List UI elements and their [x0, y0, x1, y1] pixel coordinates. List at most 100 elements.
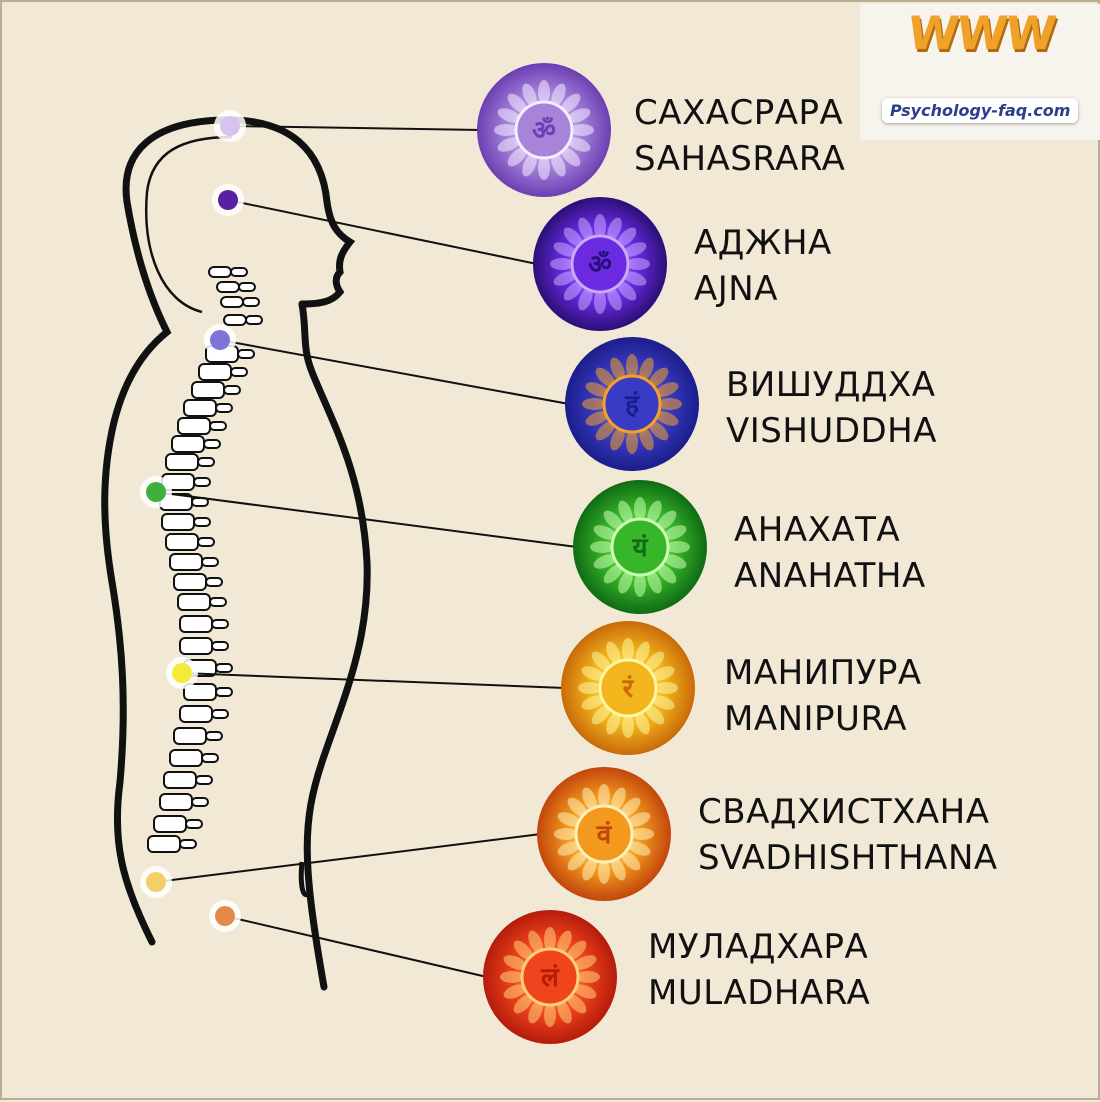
chakra-medallion-manipura: रं [561, 621, 695, 755]
connector-line-manipura [181, 672, 566, 689]
vertebra [169, 749, 203, 767]
vertebra [216, 281, 240, 293]
chakra-symbol-icon: ॐ [532, 116, 556, 146]
vertebra-process [179, 839, 197, 849]
vertebra-process [195, 775, 213, 785]
chakra-symbol-icon: रं [622, 674, 635, 704]
vertebra-process [197, 537, 215, 547]
chakra-dot-muladhara [215, 906, 235, 926]
vertebra [171, 435, 205, 453]
label-en: AJNA [694, 269, 778, 309]
label-en: SAHASRARA [634, 139, 846, 179]
label-ru: ВИШУДДХА [726, 365, 936, 405]
connector-line-vishuddha [219, 339, 570, 405]
vertebra [153, 815, 187, 833]
chakra-medallion-vishuddha: हं [565, 337, 699, 471]
logo-site-link[interactable]: Psychology-faq.com [882, 98, 1079, 123]
vertebra [159, 793, 193, 811]
vertebra-process [193, 477, 211, 487]
label-muladhara: МУЛАДХАРА MULADHARA [648, 924, 870, 1016]
vertebra-process [245, 315, 263, 325]
label-en: ANAHATHA [734, 556, 926, 596]
label-sahasrara: САХАСРАРА SAHASRARA [634, 90, 845, 182]
vertebra [220, 296, 244, 308]
vertebra-process [238, 282, 256, 292]
vertebra [165, 533, 199, 551]
chakra-symbol-icon: हं [624, 390, 640, 420]
vertebra-process [215, 403, 233, 413]
label-ru: САХАСРАРА [634, 93, 844, 133]
vertebra-process [209, 421, 227, 431]
vertebra-process [230, 367, 248, 377]
vertebra-process [237, 349, 255, 359]
vertebra-process [242, 297, 260, 307]
vertebra [163, 771, 197, 789]
chakra-medallion-muladhara: लं [483, 910, 617, 1044]
vertebra [183, 399, 217, 417]
label-anahatha: АНАХАТА ANAHATHA [734, 507, 926, 599]
logo-www-text: WWW [905, 6, 1058, 60]
vertebra [208, 266, 232, 278]
label-ru: МУЛАДХАРА [648, 927, 869, 967]
vertebra-process [215, 687, 233, 697]
vertebra [191, 381, 225, 399]
vertebra-process [191, 797, 209, 807]
vertebra [198, 363, 232, 381]
label-manipura: МАНИПУРА MANIPURA [724, 650, 922, 742]
vertebra-process [209, 597, 227, 607]
chakra-dot-anahatha [146, 482, 166, 502]
vertebra-process [185, 819, 203, 829]
vertebra-process [205, 577, 223, 587]
vertebra-process [215, 663, 233, 673]
vertebra-process [197, 457, 215, 467]
chakra-dot-ajna [218, 190, 238, 210]
vertebra [179, 615, 213, 633]
label-en: MULADHARA [648, 973, 871, 1013]
label-ru: АНАХАТА [734, 510, 901, 550]
vertebra [169, 553, 203, 571]
chakra-symbol-icon: ॐ [588, 250, 612, 280]
vertebra-process [201, 753, 219, 763]
vertebra [177, 417, 211, 435]
chakra-symbol-icon: यं [631, 533, 648, 563]
label-ru: СВАДХИСТХАНА [698, 792, 990, 832]
vertebra [177, 593, 211, 611]
vertebra [165, 453, 199, 471]
label-en: MANIPURA [724, 699, 907, 739]
connector-line-sahasrara [229, 125, 482, 131]
vertebra [179, 637, 213, 655]
label-ru: МАНИПУРА [724, 653, 922, 693]
vertebra [161, 513, 195, 531]
chakra-symbol-icon: वं [596, 820, 613, 850]
chakra-medallion-anahatha: यं [573, 480, 707, 614]
chakra-dot-vishuddha [210, 330, 230, 350]
label-vishuddha: ВИШУДДХА VISHUDDHA [726, 362, 937, 454]
vertebra-process [211, 619, 229, 629]
vertebra [223, 314, 247, 326]
chakra-dot-sahasrara [220, 116, 240, 136]
chakra-medallion-sahasrara: ॐ [477, 63, 611, 197]
vertebra-process [201, 557, 219, 567]
vertebra-process [193, 517, 211, 527]
chakra-symbol-icon: लं [540, 963, 560, 993]
vertebra [147, 835, 181, 853]
connector-line-muladhara [224, 915, 488, 978]
label-ajna: АДЖНА AJNA [694, 220, 832, 312]
connector-line-svadhishthana [155, 833, 542, 883]
connector-line-anahatha [155, 491, 578, 548]
vertebra [173, 573, 207, 591]
vertebra-process [223, 385, 241, 395]
vertebra-process [230, 267, 248, 277]
chakra-dot-manipura [172, 663, 192, 683]
vertebra-process [211, 641, 229, 651]
chakra-medallion-svadhishthana: वं [537, 767, 671, 901]
vertebra-process [205, 731, 223, 741]
chakra-medallion-ajna: ॐ [533, 197, 667, 331]
vertebra [173, 727, 207, 745]
chakra-dot-svadhishthana [146, 872, 166, 892]
label-en: SVADHISHTHANA [698, 838, 998, 878]
vertebra [179, 705, 213, 723]
label-en: VISHUDDHA [726, 411, 938, 451]
